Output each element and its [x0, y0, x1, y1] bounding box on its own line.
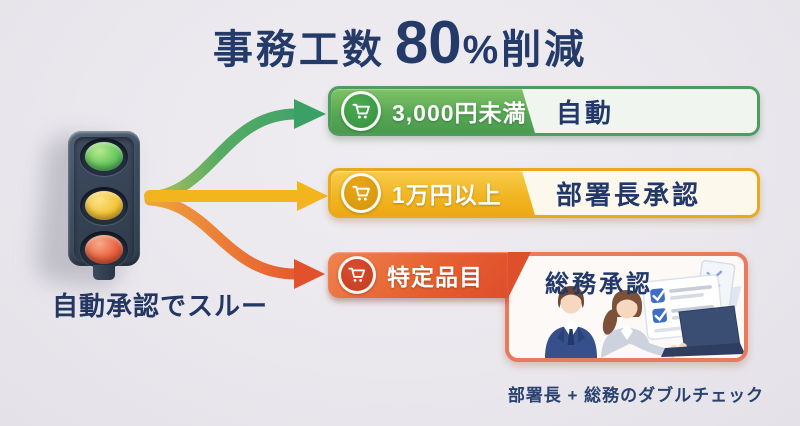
- rule-action: 自動: [556, 97, 615, 128]
- rule-row-auto: 3,000円未満 自動: [328, 86, 760, 136]
- title-number: 80: [394, 9, 462, 76]
- cart-icon: [338, 256, 376, 294]
- rule-row-manager-approval: 1万円以上 部署長承認: [328, 168, 760, 218]
- title-suffix: %削減: [462, 28, 588, 72]
- approval-illustration: [545, 259, 744, 358]
- rule-action-panel: 部署長承認: [522, 171, 757, 215]
- red-arrow: [144, 194, 325, 289]
- rule-row-general-affairs-approval: 総務承認: [328, 252, 760, 364]
- green-light-icon: [85, 142, 123, 171]
- yellow-light-icon: [85, 191, 123, 220]
- traffic-light-stem: [93, 265, 115, 280]
- title-prefix: 事務工数: [212, 28, 385, 72]
- red-arrowhead-icon: [294, 259, 325, 289]
- traffic-light-caption: 自動承認でスルー: [51, 291, 268, 321]
- traffic-light-illustration: [68, 131, 140, 280]
- cart-icon: [341, 91, 381, 131]
- green-arrowhead-icon: [294, 99, 326, 129]
- rule-action-panel: 総務承認: [505, 252, 748, 362]
- woman-figure: [601, 290, 687, 358]
- man-figure: [545, 286, 597, 358]
- rule-action: 部署長承認: [556, 179, 702, 210]
- yellow-arrow: [144, 181, 328, 211]
- double-check-footnote: 部署長 + 総務のダブルチェック: [507, 386, 765, 405]
- rule-condition: 1万円以上: [392, 182, 502, 208]
- rule-condition: 特定品目: [387, 264, 483, 290]
- rule-action: 総務承認: [545, 271, 653, 298]
- rule-action-panel: 自動: [522, 89, 757, 133]
- yellow-arrowhead-icon: [297, 181, 328, 211]
- cart-icon: [341, 173, 381, 213]
- green-arrow: [144, 99, 326, 203]
- rule-condition: 3,000円未満: [392, 100, 527, 126]
- rule-bar: 特定品目: [328, 252, 508, 298]
- red-light-icon: [85, 235, 123, 264]
